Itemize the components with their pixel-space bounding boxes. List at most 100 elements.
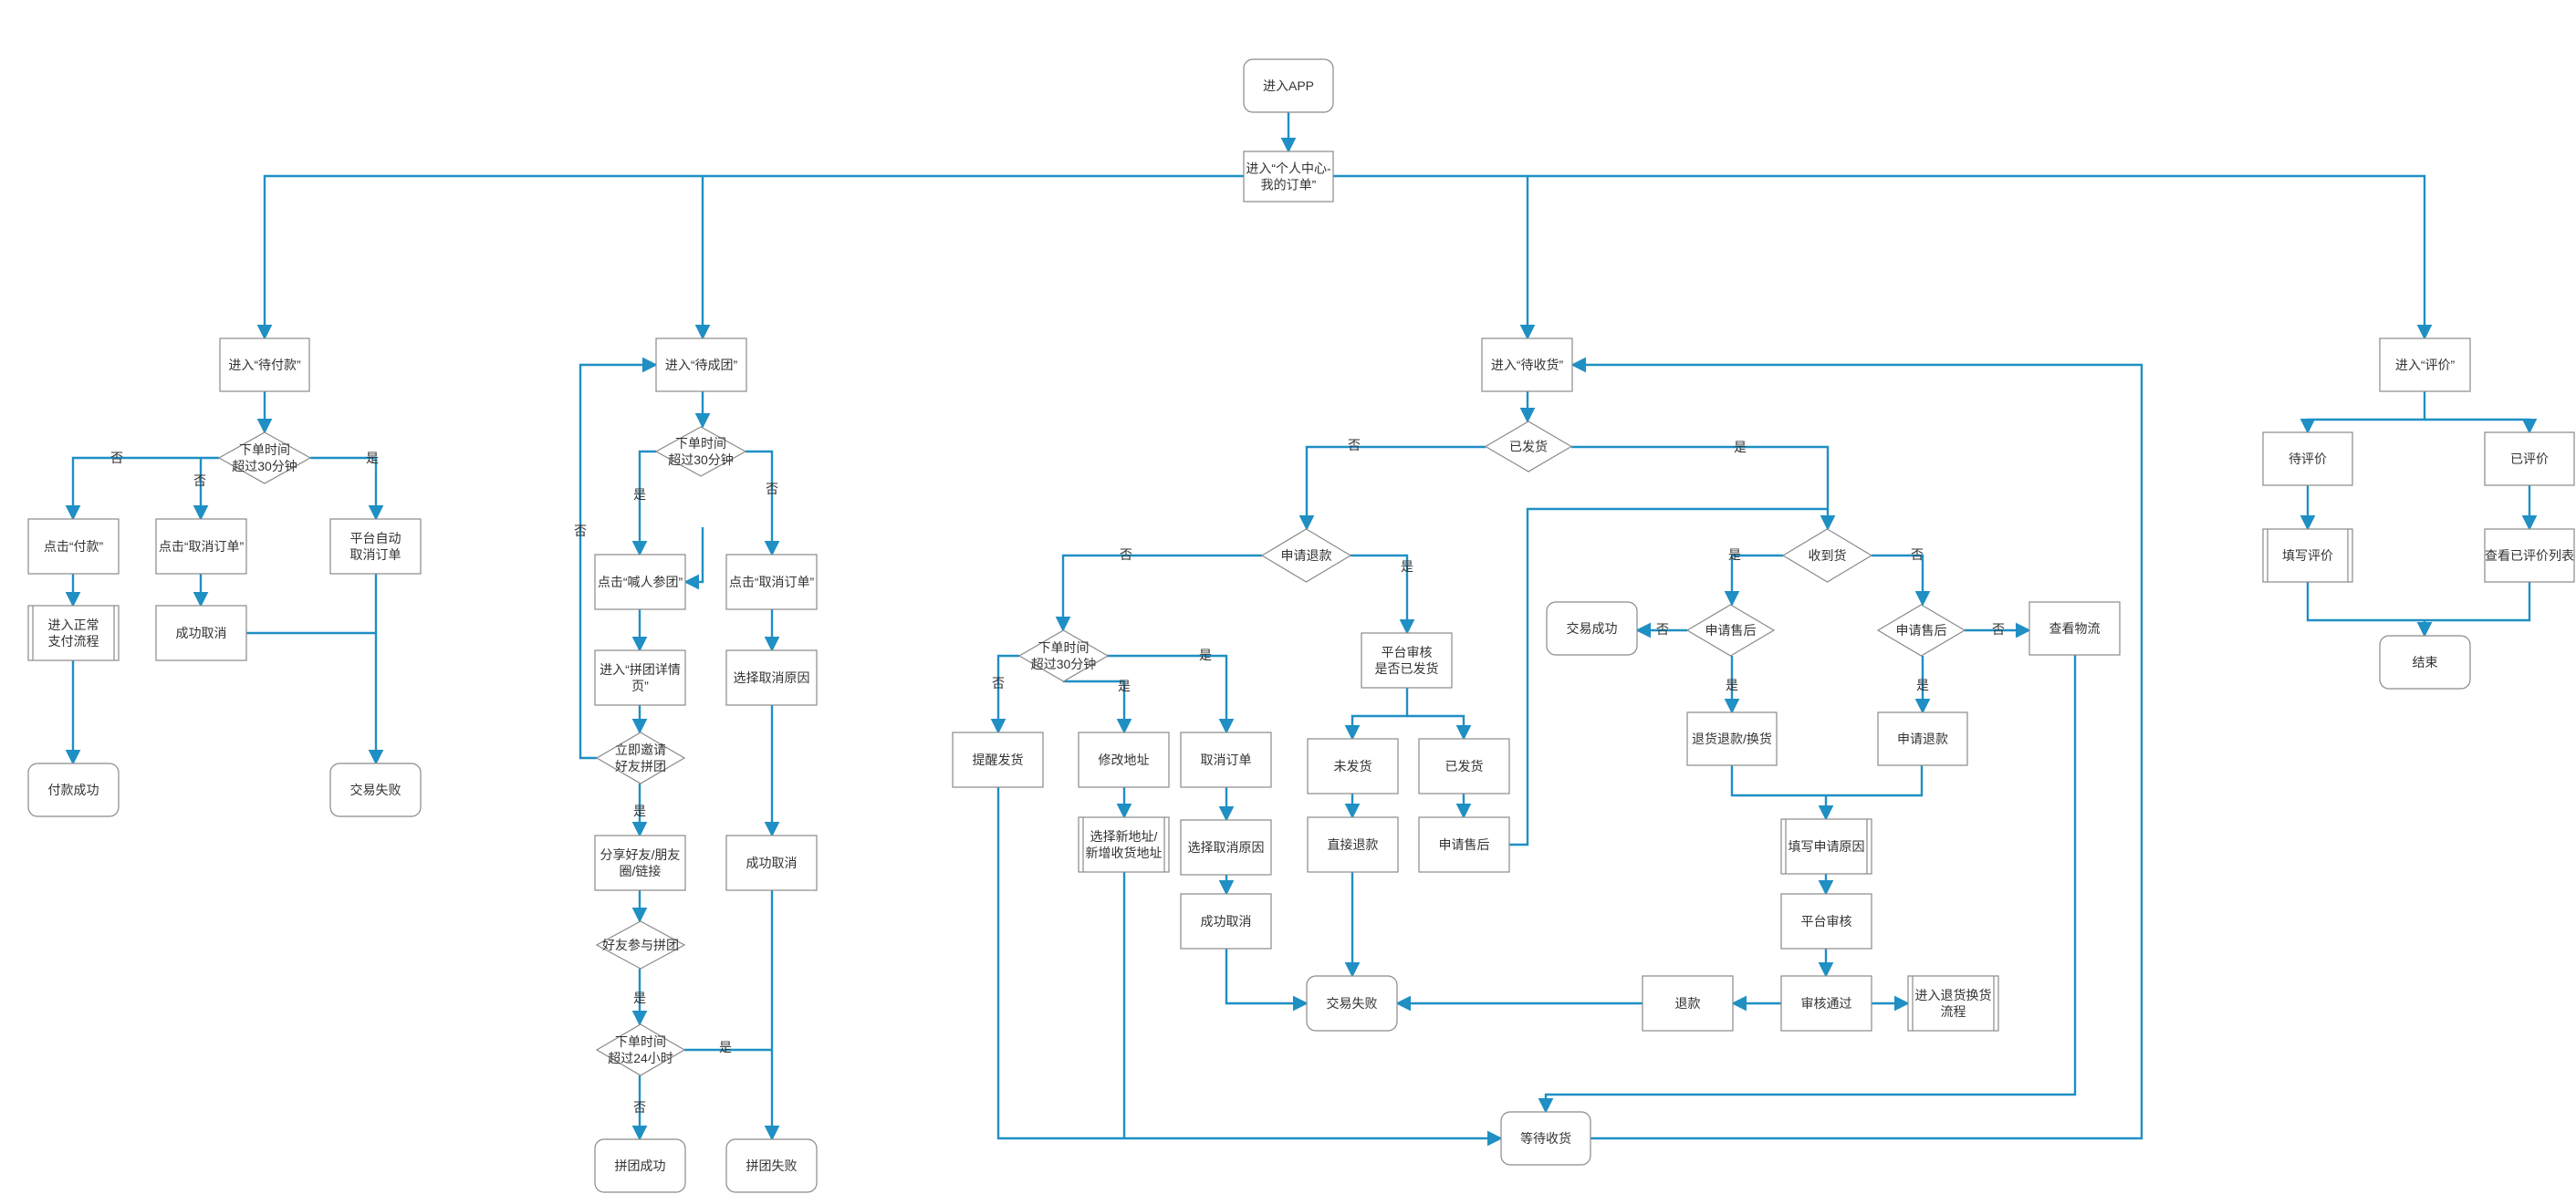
node-label: 平台审核 — [1382, 645, 1433, 659]
branch-label: 是 — [1734, 440, 1747, 454]
node-wait: 等待收货 — [1500, 1111, 1591, 1166]
process-shape — [2262, 431, 2353, 486]
node-fill_reason: 填写申请原因 — [1780, 818, 1872, 875]
process-shape — [1078, 732, 1170, 788]
node-label: 申请退款 — [1897, 732, 1948, 746]
connector-62 — [996, 787, 1503, 1147]
node-label: 已发货 — [1509, 440, 1548, 454]
connector-20 — [579, 357, 658, 760]
connector-32 — [1571, 445, 1836, 531]
process-shape — [1418, 816, 1510, 873]
connector-21 — [683, 527, 704, 590]
node-label: 成功取消 — [746, 856, 798, 870]
node-label: 下单时间 — [615, 1034, 666, 1049]
node-apply_after: 申请售后 — [1418, 816, 1510, 873]
process-shape — [655, 337, 747, 392]
node-audit_pass: 审核通过 — [1780, 975, 1872, 1032]
node-label: 退款 — [1675, 996, 1701, 1011]
process-shape — [1877, 711, 1968, 766]
process-shape — [1243, 151, 1334, 202]
node-label: 页” — [631, 679, 649, 693]
node-label: 结束 — [2413, 655, 2438, 670]
node-label: 已评价 — [2510, 452, 2549, 466]
node-write_review: 填写评价 — [2262, 528, 2353, 583]
node-share: 分享好友/朋友圈/链接 — [594, 835, 686, 891]
node-label: 立即邀请 — [615, 742, 666, 757]
node-reason2: 选择取消原因 — [725, 649, 818, 706]
process-shape — [2379, 337, 2471, 392]
node-new_addr: 选择新地址/新增收货地址 — [1078, 816, 1170, 873]
node-reason3: 选择取消原因 — [1180, 819, 1272, 876]
node-cancel_ok1: 成功取消 — [155, 605, 247, 661]
node-fail2: 交易失败 — [1306, 975, 1398, 1032]
terminal-shape — [725, 1138, 818, 1193]
node-myorder: 进入“个人中心-我的订单” — [1243, 151, 1334, 202]
branch-label: 是 — [366, 451, 379, 465]
terminal-shape — [329, 763, 422, 817]
node-label: 选择新地址/ — [1090, 829, 1158, 844]
process-shape — [329, 518, 422, 575]
node-label: 进入“拼团详情 — [600, 662, 681, 677]
node-label: 成功取消 — [1201, 914, 1252, 929]
node-direct_refund: 直接退款 — [1307, 816, 1399, 873]
branch-label: 是 — [633, 991, 646, 1005]
branch-label: 否 — [1992, 622, 2005, 637]
process-shape — [1686, 711, 1778, 766]
decision-shape — [1484, 420, 1573, 472]
node-label: 点击“取消订单” — [729, 575, 815, 589]
terminal-shape — [2379, 635, 2471, 690]
node-label: 收到货 — [1809, 548, 1847, 563]
node-to_review: 待评价 — [2262, 431, 2353, 486]
branch-label: 是 — [1118, 679, 1131, 693]
process-shape — [155, 518, 247, 575]
connector-61 — [1538, 655, 2077, 1114]
node-label: 申请退款 — [1281, 548, 1332, 563]
node-label: 是否已发货 — [1375, 661, 1439, 676]
decision-shape — [1260, 528, 1352, 583]
terminal-shape — [1500, 1111, 1591, 1166]
node-label: 交易失败 — [1327, 996, 1378, 1011]
process-shape — [1180, 732, 1272, 788]
connector-7 — [65, 456, 219, 521]
node-label: 超过30分钟 — [668, 452, 734, 467]
node-label: 选择取消原因 — [1188, 840, 1265, 855]
terminal-shape — [594, 1138, 686, 1193]
node-pay: 进入“待付款” — [219, 337, 310, 392]
node-shipped_d: 已发货 — [1484, 420, 1573, 472]
connector-39 — [1407, 714, 1472, 741]
node-label: 申请售后 — [1705, 623, 1757, 638]
node-label: 审核通过 — [1801, 996, 1852, 1011]
node-label: 拼团成功 — [615, 1158, 666, 1173]
node-label: 选择取消原因 — [734, 670, 810, 685]
decision-shape — [1876, 604, 1966, 657]
process-shape — [1481, 337, 1573, 392]
connector-64 — [1570, 357, 2143, 1140]
node-label: 进入正常 — [48, 618, 99, 632]
connector-16 — [631, 450, 656, 556]
node-click_pay: 点击“付款” — [27, 518, 120, 575]
node-label: 进入“待成团” — [665, 358, 738, 372]
node-label: 点击“付款” — [44, 539, 104, 554]
process-shape — [155, 605, 247, 661]
connector-35 — [990, 654, 1019, 734]
node-aft2_d: 申请售后 — [1876, 604, 1966, 657]
node-label: 下单时间 — [1038, 640, 1090, 655]
node-cancel_ok2: 成功取消 — [725, 835, 818, 891]
node-label: 超过24小时 — [608, 1051, 673, 1065]
connector-49 — [1872, 554, 1931, 607]
node-label: 提醒发货 — [973, 753, 1024, 767]
process-shape — [1180, 819, 1272, 876]
decision-shape — [595, 1023, 686, 1076]
process-shape — [1780, 893, 1872, 950]
node-end: 结束 — [2379, 635, 2471, 690]
process-shape — [2484, 431, 2575, 486]
process-shape — [594, 554, 686, 610]
branch-label: 是 — [1401, 559, 1413, 574]
node-label: 查看物流 — [2049, 621, 2101, 636]
node-pay_ok: 付款成功 — [27, 763, 120, 817]
